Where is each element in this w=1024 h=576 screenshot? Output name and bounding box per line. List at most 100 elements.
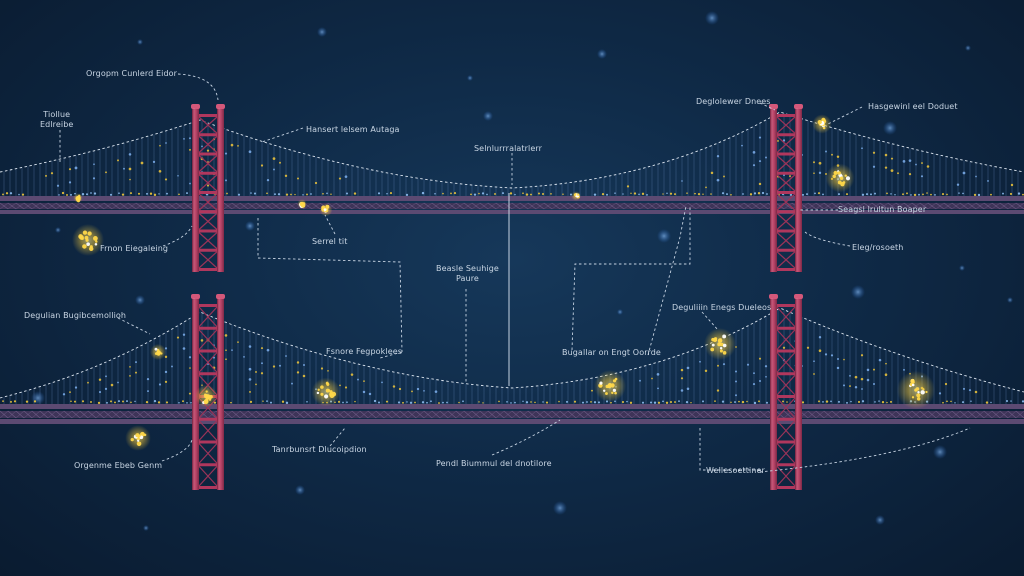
tower-beam [199,417,217,421]
truss-member [703,410,713,419]
hanger-light [279,161,281,164]
hanger-light [243,356,245,358]
truss-member [807,410,817,419]
glow-cluster-point [840,182,845,187]
truss-member [359,202,369,210]
truss-member [247,202,257,210]
glow-cluster-point [76,195,81,201]
tower-cap [191,294,200,299]
deck-light [421,401,425,404]
deck-light [93,192,97,195]
leader-l19b [759,427,971,473]
hanger-light [680,368,684,372]
deck-light [158,193,160,195]
hanger-light [69,391,71,394]
truss-member [679,410,689,419]
deck-light [558,400,560,403]
truss-member [151,202,161,210]
truss-member [983,202,993,210]
deck-light [302,194,304,196]
hanger-light [68,181,72,184]
truss-member [911,202,921,210]
truss-member [567,410,577,419]
tower-brace [198,155,218,173]
truss-member [743,410,753,419]
truss-member [63,410,73,419]
deck-light [662,400,664,403]
deck-light [973,193,977,197]
hanger-light [362,390,366,394]
deck-light [581,401,585,404]
hanger-light [398,387,402,391]
deck-light [281,400,285,403]
deck-light [118,192,120,195]
truss-member [455,202,465,210]
hanger-light [248,378,252,381]
deck-light [377,192,381,195]
deck-light [838,400,840,403]
deck-light [426,401,428,404]
tower-brace [776,155,796,173]
hanger-light [224,152,228,155]
deck-light [389,192,393,195]
hanger-light [200,339,204,342]
hanger-light [836,366,840,370]
deck-light [830,400,832,403]
deck-light [61,191,65,195]
deck-light [934,194,936,196]
hanger-light [152,160,156,164]
deck-light [306,193,308,196]
truss-member [575,202,585,210]
hanger-light [363,380,365,382]
truss-member [87,202,97,210]
deck-light [70,193,72,196]
glow-cluster-point [717,338,723,343]
deck-light [262,400,264,402]
leader-l3 [261,127,304,143]
deck-light [10,400,12,403]
deck-light [922,193,924,196]
tower-beam [777,372,795,376]
deck-light [409,401,413,404]
deck-light [166,192,168,195]
truss-member [943,410,953,419]
truss-member [583,410,593,419]
deck-light [861,400,865,403]
deck-light [766,401,768,404]
hanger-light [248,367,252,371]
hanger-light [818,336,822,339]
deck-light [633,192,637,195]
truss-member [423,202,433,210]
glow-cluster-point [611,391,614,395]
deck-light [702,193,704,195]
tower-brace [198,465,218,487]
tower-cap [216,294,225,299]
hanger-light [956,183,960,186]
hanger-light [224,334,228,337]
tower-beam [199,486,217,489]
truss-member [727,410,737,419]
glow-cluster-point [331,391,337,397]
tower-beam [777,417,795,421]
tower-beam [777,349,795,353]
deck-light [149,192,153,195]
glow-cluster-point [605,392,608,395]
hanger-light [849,374,851,377]
glow-cluster-point [136,441,142,447]
deck-light [137,192,141,195]
deck-light [721,400,725,403]
deck-light [90,192,92,194]
tower-beam [777,486,795,489]
truss-member [991,410,1001,419]
hanger-light [189,367,191,369]
truss-member [71,202,81,210]
hanger-light [237,341,239,343]
tower-beam [199,114,217,117]
hanger-light [381,381,383,384]
truss-member [71,410,81,419]
truss-member [87,410,97,419]
truss-member [351,410,361,419]
tower-leg [770,298,777,490]
deck-light [510,402,512,404]
deck-light [522,400,524,403]
